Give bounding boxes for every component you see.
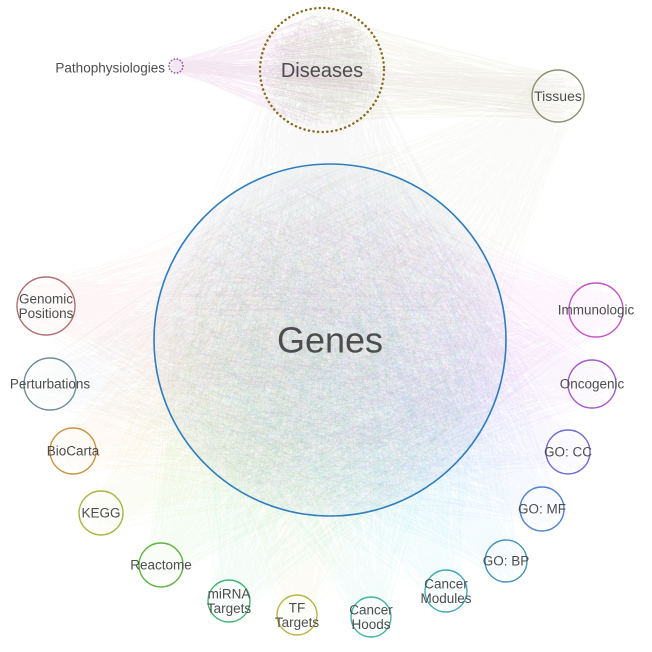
node-label-diseases: Diseases: [281, 60, 363, 82]
node-label-reactome: Reactome: [130, 558, 192, 573]
edges-reactome-genes: [140, 189, 493, 585]
node-circle-mirna-targets[interactable]: [207, 579, 251, 623]
node-circle-tf-targets[interactable]: [276, 594, 318, 636]
node-circle-genes[interactable]: [153, 163, 507, 517]
node-label-genes: Genes: [277, 320, 383, 361]
node-label-oncogenic: Oncogenic: [560, 377, 625, 392]
edges-go-mf-genes: [161, 184, 563, 530]
edges-mirna-targets-genes: [169, 187, 494, 620]
node-label-perturbations: Perturbations: [10, 377, 91, 392]
node-circle-biocarta[interactable]: [49, 427, 97, 475]
node-circle-immunologic[interactable]: [568, 282, 624, 338]
node-circle-reactome[interactable]: [138, 542, 184, 588]
edges-immunologic-genes: [164, 173, 621, 508]
edges-diseases-genes: [167, 12, 499, 505]
node-circle-diseases[interactable]: [258, 6, 386, 134]
node-circle-tissues[interactable]: [531, 69, 585, 123]
nodes: [16, 6, 624, 638]
node-label-biocarta: BioCarta: [47, 444, 100, 459]
node-label-immunologic: Immunologic: [558, 303, 635, 318]
node-labels: Genes Diseases PathophysiologiesTissuesGen…: [10, 60, 635, 632]
node-label-tissues: Tissues: [534, 88, 582, 104]
node-label-kegg: KEGG: [81, 506, 120, 521]
node-circle-cancer-hoods[interactable]: [350, 596, 392, 638]
edges-go-bp-genes: [166, 170, 525, 581]
edges-genomic-positions-genes: [18, 169, 498, 492]
node-label-go-mf: GO: MF: [518, 502, 566, 517]
edges-oncogenic-genes: [167, 173, 614, 508]
node-circle-perturbations[interactable]: [23, 357, 77, 411]
edges-pathophysiologies-tissues: [169, 59, 583, 121]
edges-diseases-tissues: [266, 11, 583, 125]
edges-perturbations-genes: [25, 169, 484, 505]
node-label-go-bp: GO: BP: [483, 554, 530, 569]
node-circle-go-mf[interactable]: [519, 486, 565, 532]
node-label-pathophysiologies: Pathophysiologies: [55, 61, 165, 76]
node-circle-cancer-modules[interactable]: [424, 569, 468, 613]
edges-diseases-diseases: [261, 9, 381, 129]
edges-diseases-pathophysiologies: [169, 15, 380, 127]
edges-kegg-genes: [81, 174, 496, 535]
node-circle-pathophysiologies[interactable]: [168, 58, 184, 74]
edges-cancer-modules-genes: [159, 169, 497, 611]
edge-bundles: [18, 9, 621, 636]
edges-tissues-genes: [160, 72, 583, 511]
node-circle-genomic-positions[interactable]: [16, 276, 76, 336]
edges-biocarta-genes: [51, 175, 490, 509]
node-circle-oncogenic[interactable]: [567, 359, 617, 409]
node-circle-go-cc[interactable]: [545, 429, 591, 475]
edges-tf-targets-genes: [161, 175, 476, 634]
edges-go-cc-genes: [159, 173, 589, 511]
node-circle-kegg[interactable]: [78, 490, 124, 536]
node-label-go-cc: GO: CC: [544, 445, 592, 460]
node-circle-go-bp[interactable]: [484, 539, 528, 583]
